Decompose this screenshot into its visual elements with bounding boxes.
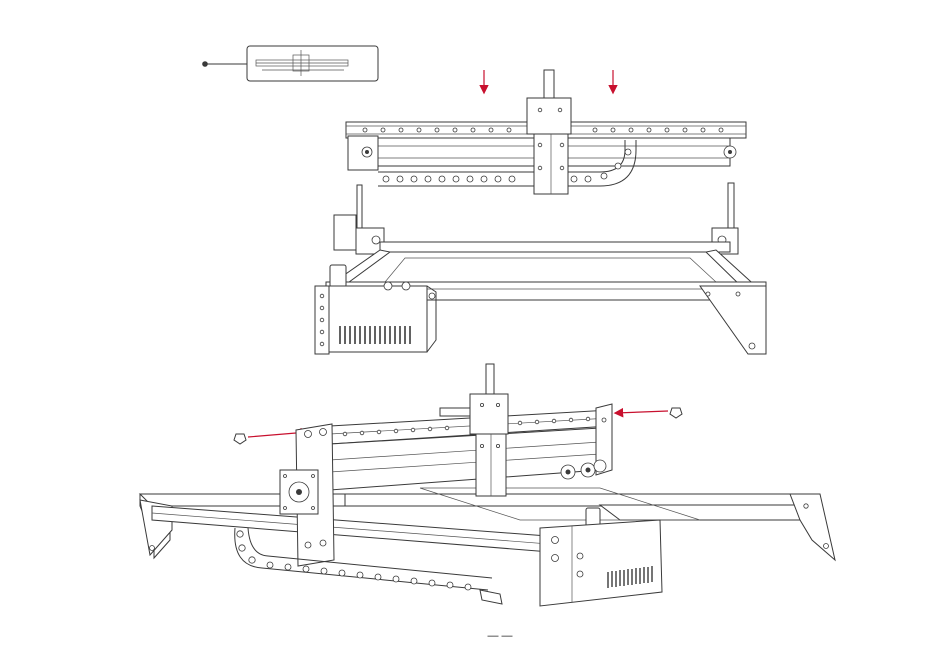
base-frame-top xyxy=(315,183,766,354)
x-axis-gantry-top xyxy=(346,70,746,194)
laser-module-top xyxy=(527,70,571,194)
power-box-top xyxy=(329,265,436,352)
screw-left xyxy=(234,434,246,444)
power-box-bottom xyxy=(540,520,662,606)
page-number: — — xyxy=(470,630,530,642)
left-y-carriage xyxy=(334,185,384,254)
vent-slots-top xyxy=(340,326,410,344)
stepper-motor-bottom xyxy=(280,470,318,514)
callout-frame xyxy=(247,46,378,81)
screw-right xyxy=(670,408,682,418)
red-arrow-bottom-right xyxy=(616,411,668,413)
detail-callout xyxy=(202,46,378,81)
assembled-machine xyxy=(140,364,835,606)
